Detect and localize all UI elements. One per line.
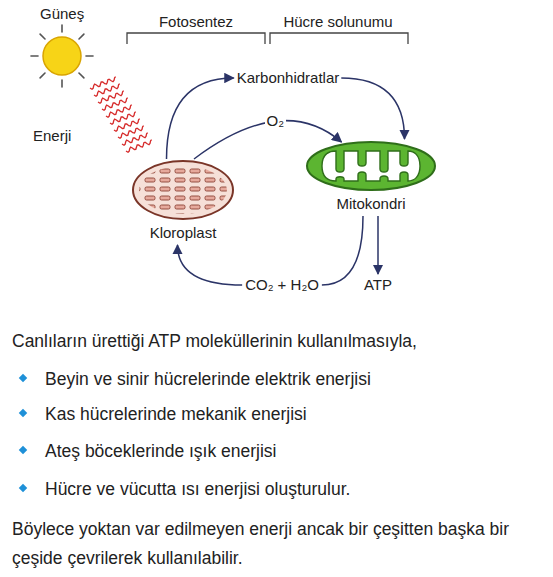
bullet-diamond (19, 484, 27, 492)
mitochondrion-shape (304, 139, 438, 193)
diagram-label: Hücre solunumu (283, 12, 392, 31)
light-wave (126, 140, 152, 153)
node-label: CO₂ + H₂O (245, 276, 319, 294)
body-text: Canlıların ürettiği ATP moleküllerinin k… (12, 330, 417, 352)
bullet-text: Kas hücrelerinde mekanik enerjisi (45, 403, 307, 425)
node-label: Mitokondri (304, 195, 438, 213)
text-node: Karbonhidratlar (235, 68, 342, 88)
organelle-node: Kloroplast (128, 158, 238, 242)
light-rays (90, 77, 152, 153)
bullet-text: Beyin ve sinir hücrelerinde elektrik ene… (45, 368, 371, 390)
bullet-text: Hücre ve vücutta ısı enerjisi oluşturulu… (45, 478, 350, 500)
text-node: ATP (362, 275, 394, 295)
bullet-diamond (19, 409, 27, 417)
diagram-label: Güneş (40, 4, 84, 23)
diagram-label: Fotosentez (159, 12, 233, 31)
diagram-label: Enerji (33, 126, 71, 145)
edge-label: O₂ (265, 112, 287, 130)
node-label: ATP (364, 276, 392, 294)
bullet-text: Ateş böceklerinde ışık enerjisi (45, 440, 277, 462)
connector-arrow (377, 216, 379, 274)
process-bracket (127, 33, 408, 44)
connector-arrow (167, 78, 234, 159)
text-node: CO₂ + H₂O (243, 275, 321, 295)
body-text: Böylece yoktan var edilmeyen enerji anca… (12, 515, 548, 573)
node-label: Karbonhidratlar (237, 69, 340, 87)
bullet-diamond (19, 446, 27, 454)
node-label: Kloroplast (128, 224, 238, 242)
bullet-diamond (19, 374, 27, 382)
chloroplast-shape (128, 158, 238, 222)
connector-arrow (322, 216, 363, 285)
connector-arrow (341, 78, 404, 139)
sun (31, 25, 93, 87)
organelle-node: Mitokondri (304, 139, 438, 213)
connector-arrow (178, 245, 243, 285)
